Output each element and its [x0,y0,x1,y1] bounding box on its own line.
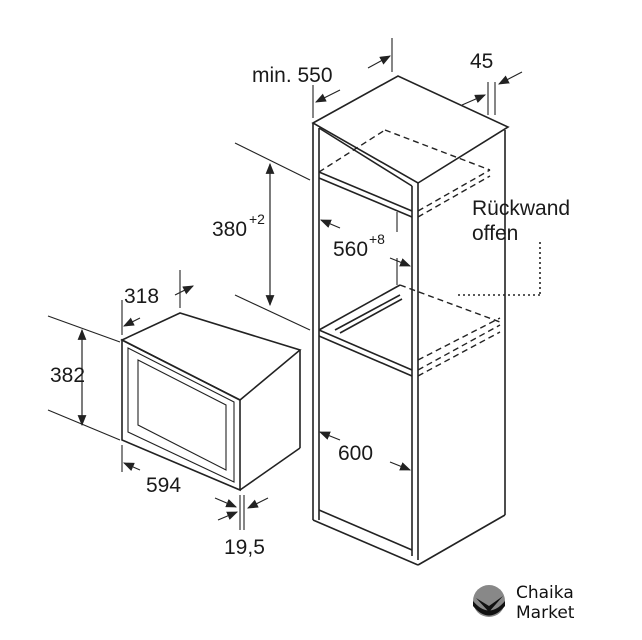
label-offen: offen [472,222,518,245]
logo-line1: Chaika [516,583,574,603]
label-318: 318 [124,285,159,308]
logo-line2: Market [516,603,575,623]
label-380: 380 [212,218,247,241]
dimension-lines [47,38,541,530]
chaika-market-logo: Chaika Market [473,583,575,623]
label-380-tolerance: +2 [249,211,265,227]
label-560: 560 [333,238,368,261]
label-min-550: min. 550 [252,64,333,87]
label-560-tolerance: +8 [369,231,385,247]
label-rueckwand: Rückwand [472,197,570,220]
tall-cabinet [311,75,510,566]
label-600: 600 [338,442,373,465]
label-594: 594 [146,474,181,497]
label-19-5: 19,5 [224,536,265,559]
label-382: 382 [50,364,85,387]
microwave-appliance [120,312,302,492]
label-45: 45 [470,50,493,73]
